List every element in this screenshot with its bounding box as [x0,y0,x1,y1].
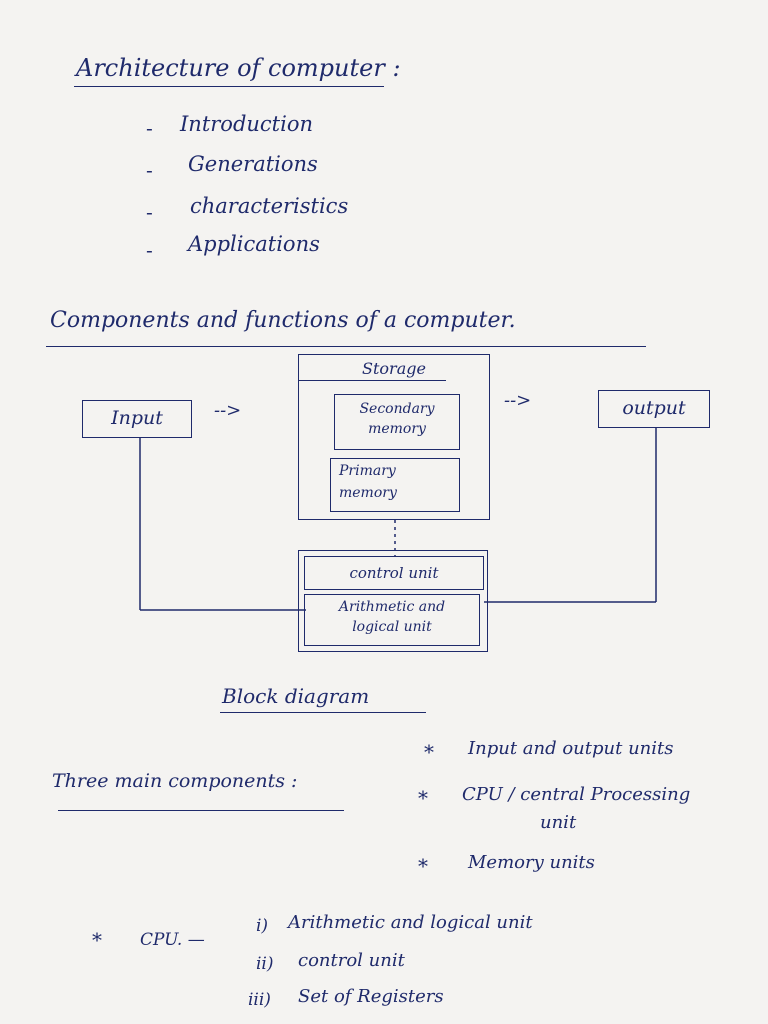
cpu-box [298,550,488,652]
component-item: CPU / central Processing [462,784,691,805]
control-unit-box: control unit [304,556,484,590]
three-main-label: Three main components : [52,770,298,792]
input-box: Input [82,400,192,438]
cpu-item-number: iii) [248,990,271,1010]
arrow-storage-to-output: --> [504,390,532,411]
storage-label: Storage [362,359,426,378]
section-title: Components and functions of a computer. [50,308,516,333]
output-label: output [622,397,686,419]
diagram-caption: Block diagram [222,684,370,708]
three-main-underline [58,810,344,811]
primary-memory-label: Primary [339,463,396,479]
secondary-memory-label: Secondary [359,401,435,417]
cpu-item-text: control unit [298,950,405,971]
asterisk: * [418,854,428,878]
arrow-input-to-storage: --> [214,400,242,421]
component-item: unit [540,812,577,833]
asterisk: * [92,928,102,952]
cpu-item-text: Set of Registers [298,986,444,1007]
section-title-underline [46,346,646,347]
secondary-memory-label: memory [368,421,426,437]
primary-memory-label: memory [339,485,397,501]
topic-item: Introduction [180,112,313,136]
output-box: output [598,390,710,428]
storage-header-line [298,380,446,381]
input-label: Input [111,407,163,429]
alu-label: logical unit [352,619,432,635]
cpu-label: CPU. — [140,930,205,950]
secondary-memory-box: Secondary memory [334,394,460,450]
primary-memory-box: Primary memory [330,458,460,512]
cpu-item-text: Arithmetic and logical unit [288,912,533,933]
asterisk: * [418,786,428,810]
component-item: Memory units [468,852,595,873]
bullet-dash: - [146,158,153,182]
cpu-item-number: i) [256,916,269,936]
diagram-caption-underline [220,712,426,713]
control-unit-label: control unit [349,564,439,582]
topic-item: Applications [188,232,320,256]
heading-underline [74,86,384,87]
storage-box: Storage [298,354,490,520]
topic-item: Generations [188,152,318,176]
alu-box: Arithmetic and logical unit [304,594,480,646]
cpu-item-number: ii) [256,954,274,974]
alu-label: Arithmetic and [338,599,446,615]
asterisk: * [424,740,434,764]
bullet-dash: - [146,200,153,224]
page-heading: Architecture of computer : [76,54,401,82]
topic-item: characteristics [190,194,349,218]
bullet-dash: - [146,116,153,140]
bullet-dash: - [146,238,153,262]
component-item: Input and output units [468,738,674,759]
